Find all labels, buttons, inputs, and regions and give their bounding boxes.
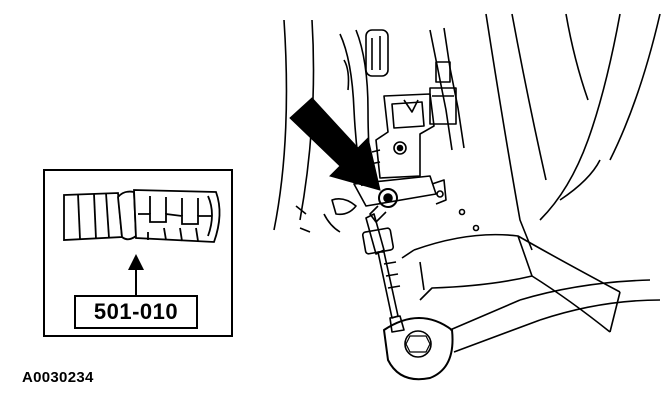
tool-number-text: 501-010 xyxy=(93,299,179,324)
spline-socket-tool-icon xyxy=(63,189,221,243)
tool-pointer-arrow-icon xyxy=(128,254,144,297)
tool-number-label: 501-010 xyxy=(74,295,198,329)
callout-arrow-icon xyxy=(289,97,381,191)
figure-id: A0030234 xyxy=(22,369,94,386)
seat-track-bolt-assembly-illustration xyxy=(273,13,661,381)
tool-inset xyxy=(43,169,233,337)
